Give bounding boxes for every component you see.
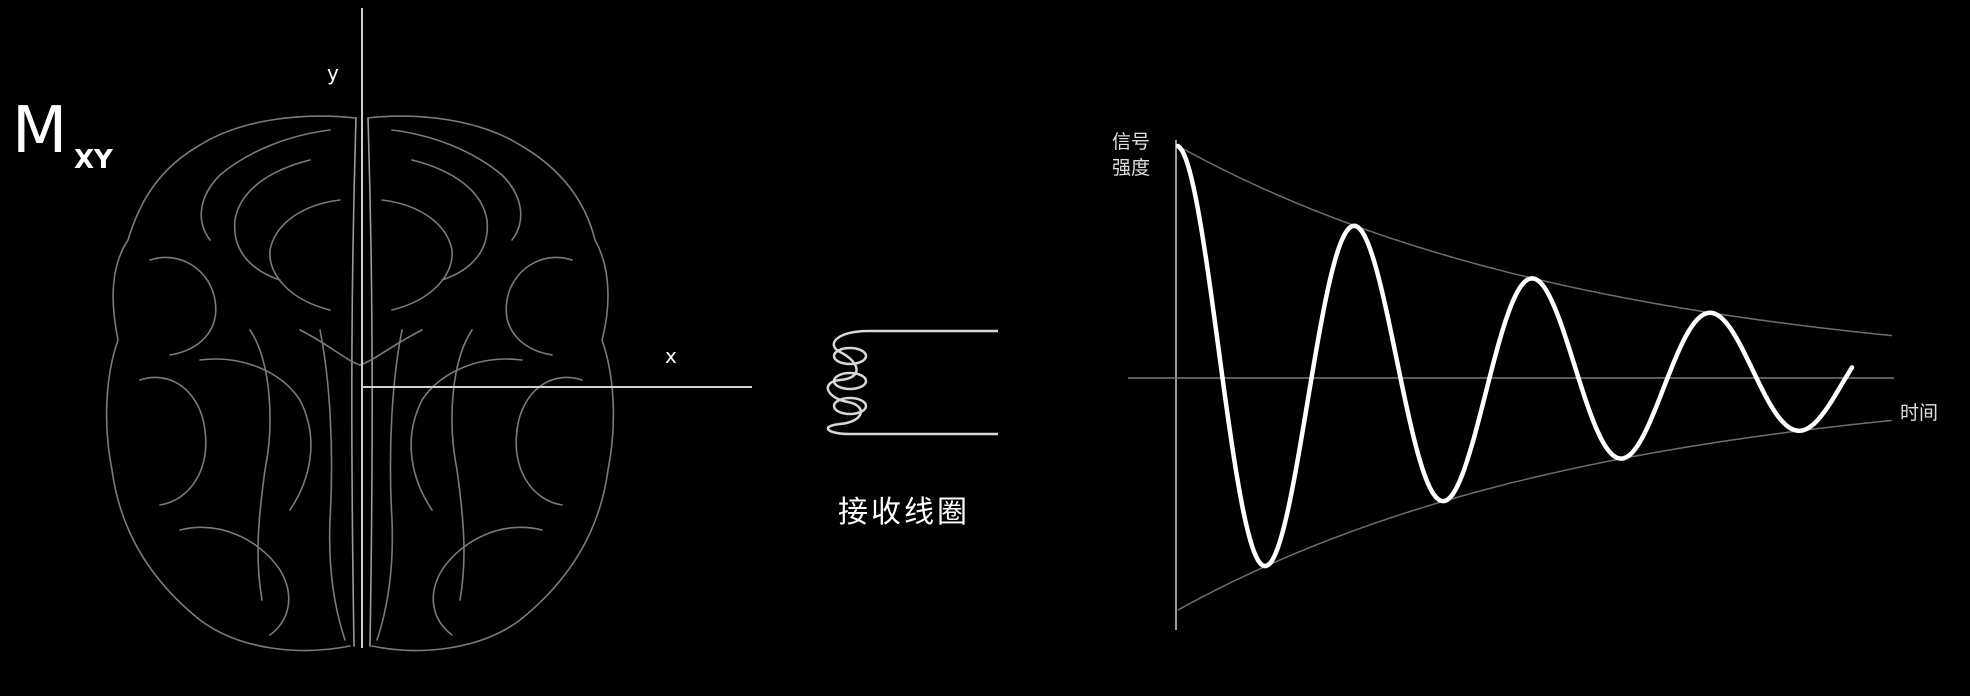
mxy-main-label: M: [12, 94, 67, 168]
signal-x-label: 时间: [1900, 402, 1938, 424]
signal-y-label-line2: 强度: [1112, 157, 1150, 179]
upper-envelope: [1177, 145, 1893, 337]
y-axis-label: y: [327, 61, 339, 85]
signal-plot: 信号 强度 时间: [1112, 131, 1938, 630]
brain-outline: [105, 115, 615, 652]
signal-y-label-line1: 信号: [1112, 131, 1150, 153]
receiver-coil-label: 接收线圈: [838, 495, 970, 530]
fid-signal-curve: [1175, 143, 1855, 569]
brain-axes: y x: [327, 8, 752, 648]
receiver-coil-icon: [826, 329, 998, 436]
mxy-subscript-label: XY: [74, 145, 114, 175]
lower-envelope: [1177, 419, 1893, 611]
x-axis-label: x: [665, 344, 677, 368]
